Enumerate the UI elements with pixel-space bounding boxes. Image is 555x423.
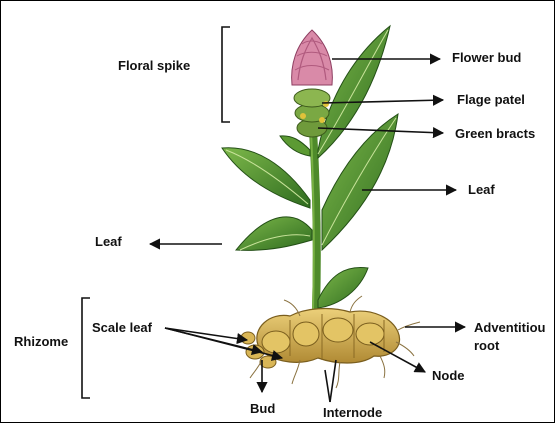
label-adventitious-root-1: Adventitiou xyxy=(474,320,546,335)
label-rhizome: Rhizome xyxy=(14,334,68,349)
label-internode: Internode xyxy=(323,405,382,420)
label-leaf-left: Leaf xyxy=(95,234,122,249)
label-adventitious-root-2: root xyxy=(474,338,499,353)
label-bud: Bud xyxy=(250,401,275,416)
label-node: Node xyxy=(432,368,465,383)
leaf-left-upper xyxy=(222,148,310,208)
leaf-upper-left-small xyxy=(280,136,310,156)
label-flage-patel: Flage patel xyxy=(457,92,525,107)
label-leaf-right: Leaf xyxy=(468,182,495,197)
stem xyxy=(311,130,317,310)
leaf-lower-right-small xyxy=(318,267,368,308)
rhizome-bracket xyxy=(82,298,90,398)
label-flower-bud: Flower bud xyxy=(452,50,521,65)
leaf-left-lower xyxy=(236,217,312,250)
label-scale-leaf: Scale leaf xyxy=(92,320,152,335)
rhizome-body xyxy=(241,309,400,368)
label-green-bracts: Green bracts xyxy=(455,126,535,141)
flower-bud xyxy=(292,30,333,85)
green-bracts xyxy=(294,89,330,137)
floral-spike-bracket xyxy=(222,27,230,122)
label-floral-spike: Floral spike xyxy=(118,58,190,73)
